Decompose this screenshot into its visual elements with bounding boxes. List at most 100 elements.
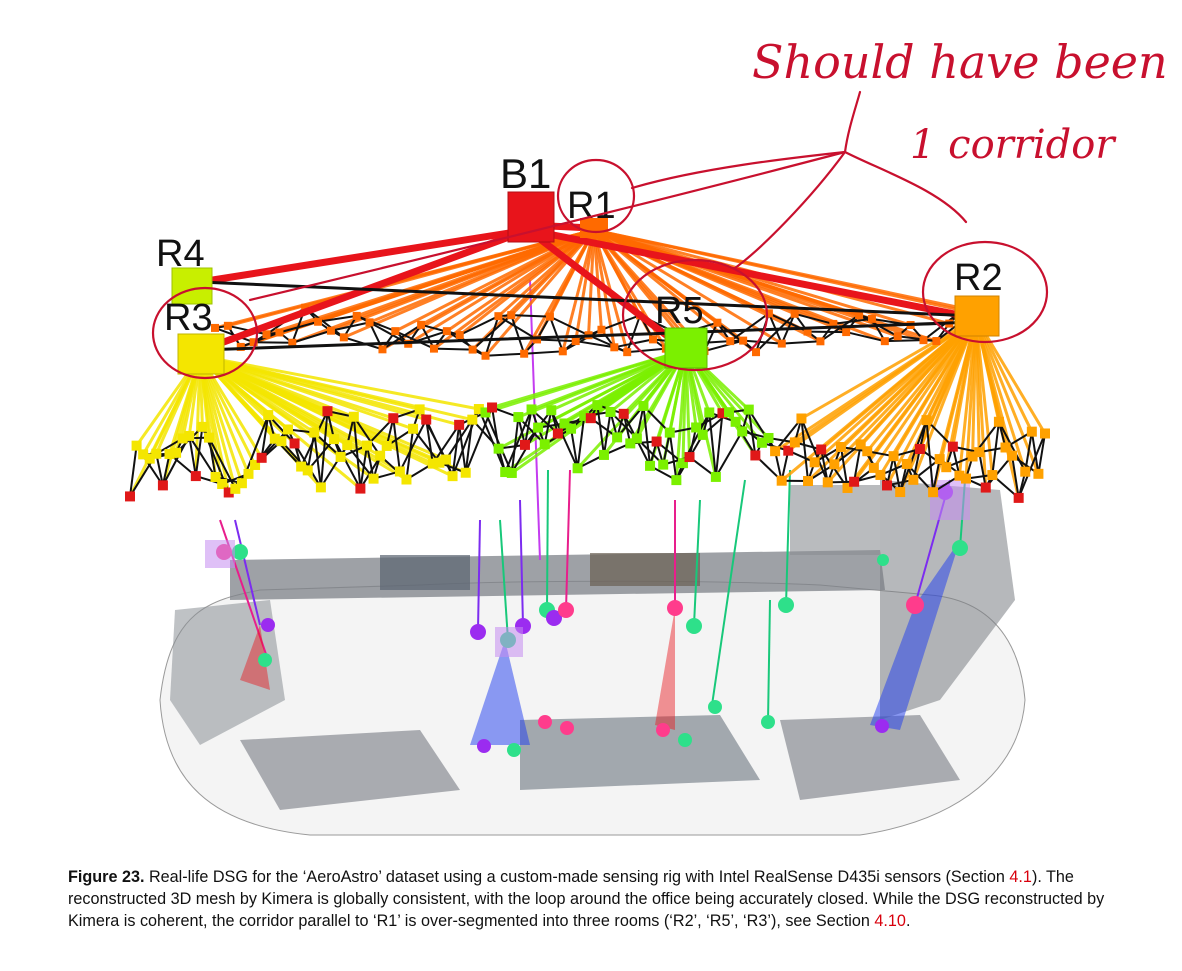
- place-node: [494, 312, 503, 321]
- place-node: [513, 412, 524, 423]
- place-edge: [352, 416, 381, 457]
- place-node: [243, 468, 254, 479]
- place-edge: [998, 421, 1027, 473]
- place-edge: [497, 315, 538, 341]
- node-r2: [954, 295, 1000, 337]
- place-node: [467, 414, 478, 425]
- place-edge: [188, 435, 217, 478]
- place-node: [1026, 426, 1037, 437]
- place-node: [131, 440, 142, 451]
- annotation-line-1: Should have been: [752, 35, 1168, 89]
- fan-edge: [199, 354, 473, 422]
- node-r3: [177, 333, 225, 375]
- place-edge: [352, 416, 362, 489]
- place-edge: [240, 331, 280, 348]
- place-node: [230, 483, 241, 494]
- place-edge: [129, 445, 138, 497]
- place-node: [921, 415, 932, 426]
- place-node: [750, 450, 761, 461]
- place-edge: [912, 448, 921, 481]
- fan-edge-r1: [458, 228, 595, 337]
- place-edge: [550, 409, 579, 469]
- place-node: [288, 338, 297, 347]
- place-edge: [780, 450, 790, 481]
- object-sphere: [667, 600, 683, 616]
- section-ref-2[interactable]: 4.10: [874, 912, 906, 930]
- place-edge: [291, 329, 332, 344]
- place-node: [223, 321, 232, 330]
- place-edge: [668, 432, 678, 481]
- object-sphere: [778, 597, 794, 613]
- place-node: [151, 448, 162, 459]
- place-edge: [616, 405, 645, 438]
- place-node: [597, 325, 606, 334]
- place-edge: [260, 414, 270, 458]
- place-node: [236, 478, 247, 489]
- place-node: [713, 318, 722, 327]
- place-node: [352, 311, 361, 320]
- place-edge: [306, 432, 316, 471]
- place-node: [867, 314, 876, 323]
- place-node: [961, 473, 972, 484]
- place-node: [704, 407, 715, 418]
- place-node: [263, 410, 274, 421]
- place-node: [980, 482, 991, 493]
- label-r3: R3: [164, 297, 213, 339]
- mesh-layer: [159, 480, 1026, 836]
- section-ref-1[interactable]: 4.1: [1009, 868, 1032, 886]
- node-r4: [171, 267, 213, 305]
- place-node: [571, 337, 580, 346]
- fan-edge: [892, 317, 978, 457]
- place-edge: [984, 455, 1013, 489]
- place-node: [868, 462, 879, 473]
- label-r2: R2: [954, 257, 1003, 299]
- place-node: [414, 404, 425, 415]
- circle-r2: [921, 240, 1049, 344]
- place-node: [664, 427, 675, 438]
- place-node: [572, 463, 583, 474]
- place-node: [934, 454, 945, 465]
- place-node: [623, 348, 632, 357]
- place-edge: [330, 321, 370, 332]
- place-edge: [1037, 433, 1046, 474]
- place-edge: [425, 419, 434, 464]
- place-node: [658, 459, 669, 470]
- place-edge: [932, 458, 941, 493]
- place-node: [539, 439, 550, 450]
- place-edge: [884, 339, 924, 343]
- fan-edge-r1: [407, 228, 595, 346]
- object-link: [234, 519, 261, 626]
- object-sphere: [906, 596, 924, 614]
- place-node: [730, 416, 741, 427]
- place-node: [339, 333, 348, 342]
- object-sphere: [656, 723, 670, 737]
- object-box: [205, 540, 235, 568]
- place-node: [967, 451, 978, 462]
- fan-edge-r1: [510, 228, 596, 317]
- place-node: [314, 317, 323, 326]
- fan-edge: [820, 316, 977, 451]
- place-node: [618, 408, 629, 419]
- place-node: [164, 449, 175, 460]
- place-node: [401, 474, 412, 485]
- place-node: [816, 337, 825, 346]
- place-edge: [485, 352, 525, 357]
- place-node: [829, 319, 838, 328]
- object-sphere: [232, 544, 248, 560]
- place-node: [671, 475, 682, 486]
- place-nodes: [125, 303, 1050, 503]
- place-node: [691, 422, 702, 433]
- place-edge: [1030, 431, 1040, 474]
- fan-edge-r1: [446, 228, 595, 333]
- place-node: [427, 458, 438, 469]
- place-node: [809, 457, 820, 468]
- place-edge: [978, 451, 987, 488]
- place-edge: [536, 338, 576, 343]
- place-edge: [484, 315, 500, 357]
- place-node: [880, 337, 889, 346]
- place-node: [481, 351, 490, 360]
- place-node: [447, 471, 458, 482]
- place-node: [211, 323, 219, 332]
- fan-edge: [199, 354, 467, 475]
- mesh-door: [790, 485, 880, 555]
